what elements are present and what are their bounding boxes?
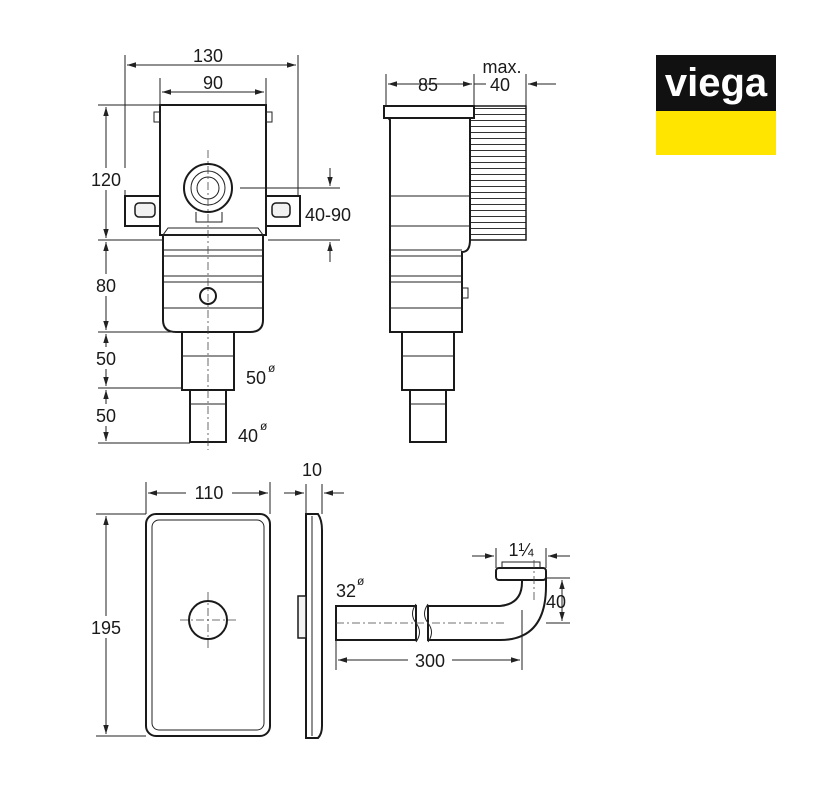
side-pipe-40 <box>409 389 447 443</box>
cover-plate-side: 10 <box>284 460 344 739</box>
bend-pipe-thread-nut <box>495 567 547 581</box>
cover-plate-front: 110 195 <box>86 482 271 737</box>
dia-32: 32 <box>336 581 356 601</box>
box-clip-right <box>265 111 273 123</box>
side-knob <box>461 287 469 299</box>
dim-50a: 50 <box>96 349 116 369</box>
dia-50: 50 <box>246 368 266 388</box>
dim-80: 80 <box>96 276 116 296</box>
bend-pipe-elbow <box>427 577 547 641</box>
front-view: 130 90 120 80 50 50 40-90 50 ø 40 ø <box>86 46 351 450</box>
dim-40-90: 40-90 <box>305 205 351 225</box>
dim-50a-bg <box>90 347 122 369</box>
dim-bend-40: 40 <box>546 592 566 612</box>
dim-max-label: max. <box>482 57 521 77</box>
dim-120: 120 <box>91 170 121 190</box>
dim-300: 300 <box>415 651 445 671</box>
logo-yellow-panel <box>656 111 776 155</box>
pipe-40 <box>189 389 227 443</box>
side-view: 85 max. 40 <box>383 57 556 443</box>
side-wall-ribs <box>469 105 527 241</box>
box-clip-left <box>153 111 161 123</box>
dim-80-bg <box>90 274 122 296</box>
valve-neck <box>195 212 223 223</box>
dim-110-bg <box>186 482 232 502</box>
side-body <box>384 105 471 333</box>
housing-top-lip <box>162 227 264 236</box>
dim-50b: 50 <box>96 406 116 426</box>
logo-wordmark: viega <box>665 61 768 105</box>
dim-90: 90 <box>203 73 223 93</box>
dim-195-bg <box>86 616 126 638</box>
dim-130: 130 <box>193 46 223 66</box>
cover-side-stub <box>297 595 307 639</box>
dia-40-symbol: ø <box>260 419 268 433</box>
dim-300-bg <box>408 650 452 670</box>
dia-40: 40 <box>238 426 258 446</box>
dim-195: 195 <box>91 618 121 638</box>
dim-50b-bg <box>90 404 122 426</box>
dim-110: 110 <box>195 483 224 503</box>
side-top-flange <box>383 105 475 119</box>
bend-pipe: 1¼ 40 300 32 ø <box>335 540 570 671</box>
dim-120-bg <box>86 168 126 190</box>
logo-black-panel <box>656 55 776 111</box>
viega-logo: viega <box>656 55 776 155</box>
dim-85: 85 <box>418 75 438 95</box>
bracket-slot-left <box>134 202 156 218</box>
side-pipe-50 <box>401 331 455 391</box>
dia-50-symbol: ø <box>268 361 276 375</box>
dim-10: 10 <box>302 460 322 480</box>
dia-32-symbol: ø <box>357 574 365 588</box>
cover-plate-inner <box>151 519 265 731</box>
dim-max-40: 40 <box>490 75 510 95</box>
bend-pipe-thread-top <box>501 561 541 569</box>
bracket-slot-right <box>271 202 291 218</box>
cover-side-profile <box>305 513 323 739</box>
side-bracket-lines <box>390 195 470 227</box>
dim-thread: 1¼ <box>508 540 534 560</box>
